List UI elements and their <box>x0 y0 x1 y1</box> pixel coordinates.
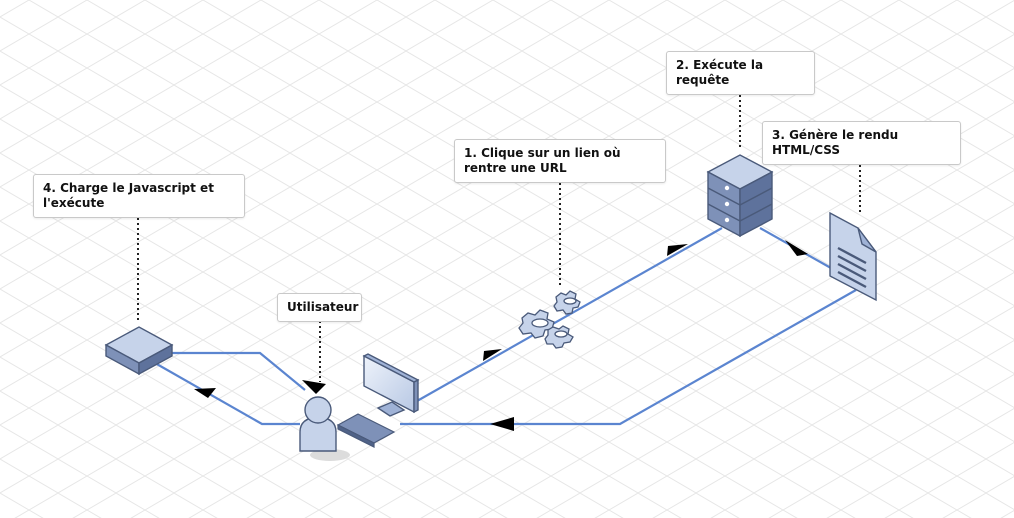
user-icon <box>299 396 350 461</box>
arrow-into-user <box>302 380 326 394</box>
line-browser-to-user <box>154 362 300 426</box>
line-user-to-server <box>409 227 723 406</box>
arrow-to-document <box>785 240 808 256</box>
callout-step1-text: 1. Clique sur un lien où rentre une URL <box>464 146 621 175</box>
callout-step4-text: 4. Charge le Javascript et l'exécute <box>43 181 214 210</box>
line-user-to-browser <box>170 351 306 391</box>
callout-step3-text: 3. Génère le rendu HTML/CSS <box>772 128 899 157</box>
server-icon <box>706 154 774 238</box>
arrow-to-browser <box>194 388 216 398</box>
callout-step1: 1. Clique sur un lien où rentre une URL <box>454 139 666 183</box>
keyboard-icon <box>336 413 396 448</box>
arrowheads <box>194 240 808 431</box>
gears-icon <box>518 290 581 349</box>
callout-user-text: Utilisateur <box>287 300 359 314</box>
line-document-to-user <box>400 289 857 426</box>
document-icon <box>829 211 877 302</box>
callout-step3: 3. Génère le rendu HTML/CSS <box>762 121 961 165</box>
monitor-icon <box>362 353 420 417</box>
browser-box-icon <box>104 326 174 376</box>
arrow-gears <box>483 349 502 361</box>
arrow-to-user <box>490 417 514 431</box>
arrow-to-server <box>667 244 688 256</box>
callout-step2: 2. Exécute la requête <box>666 51 815 95</box>
callout-user: Utilisateur <box>277 293 362 322</box>
callout-step2-text: 2. Exécute la requête <box>676 58 764 87</box>
callout-step4: 4. Charge le Javascript et l'exécute <box>33 174 245 218</box>
